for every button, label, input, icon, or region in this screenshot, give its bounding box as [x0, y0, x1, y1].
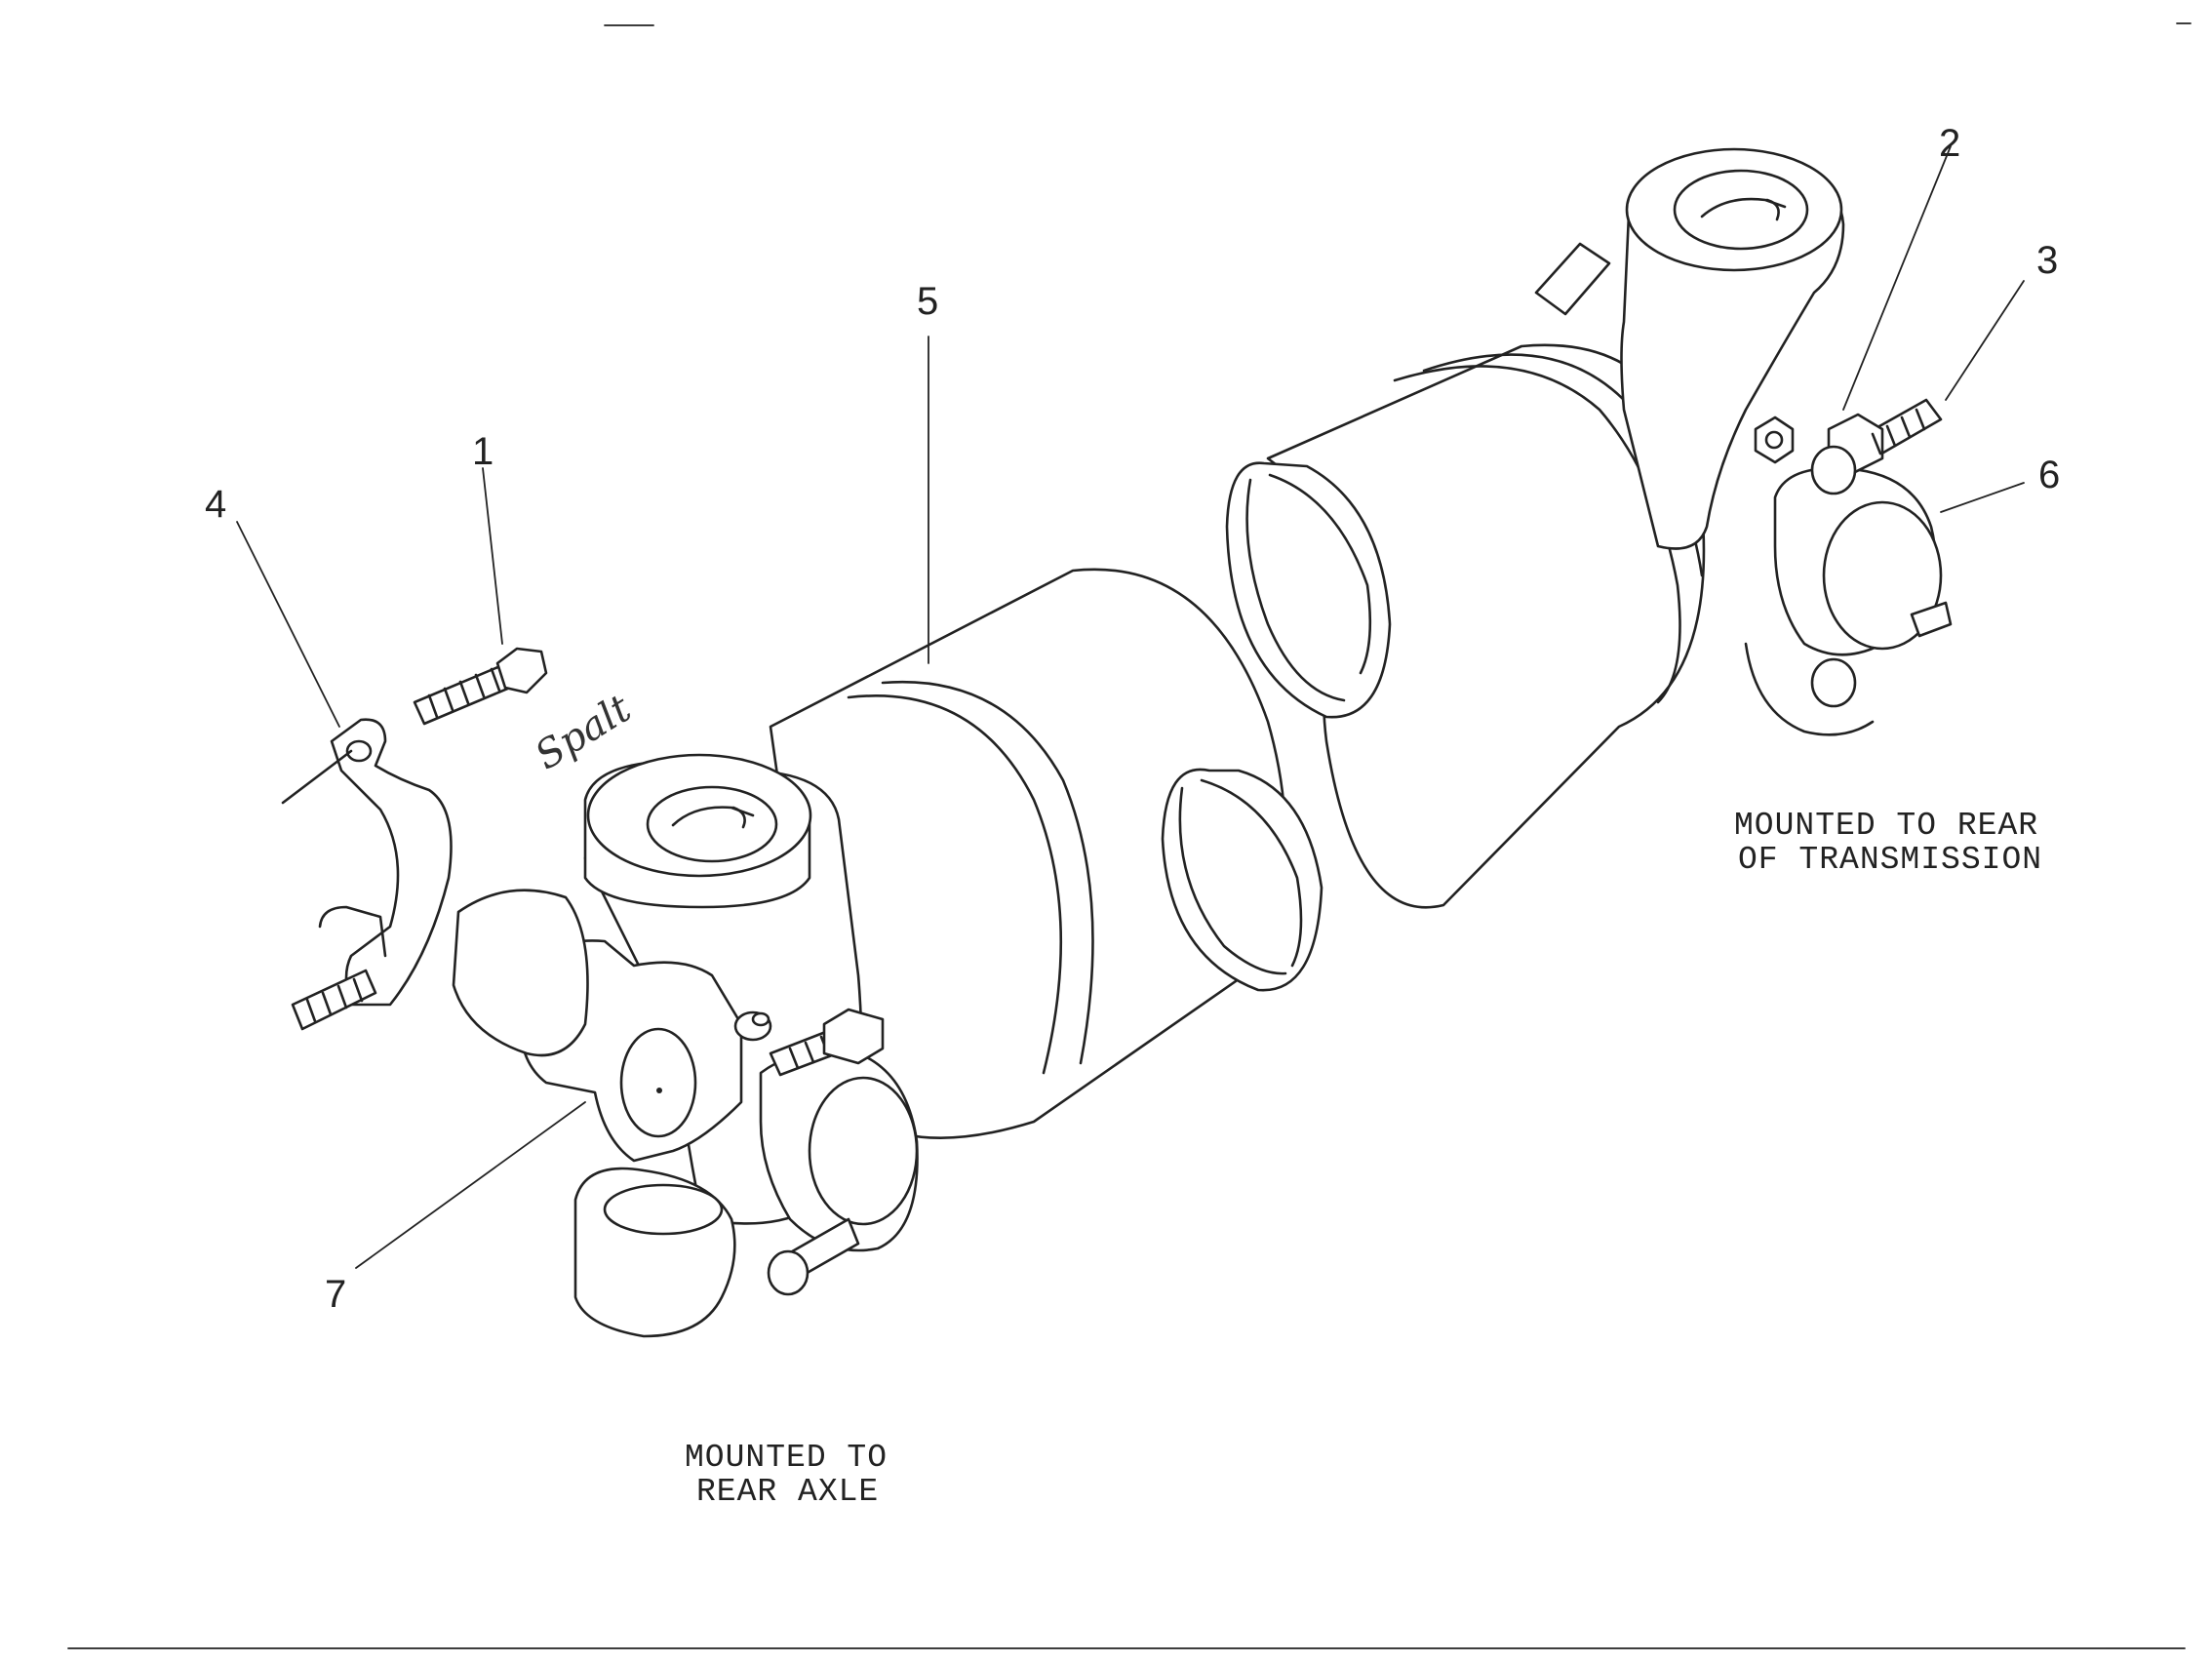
callout-7: 7	[325, 1273, 346, 1316]
callout-4: 4	[205, 483, 226, 526]
handwritten-annotation: Spalt	[528, 686, 640, 779]
caption-axle-line1: MOUNTED TO	[685, 1440, 888, 1476]
callout-6: 6	[2038, 454, 2060, 496]
leader-lines	[236, 145, 2025, 1269]
callout-2: 2	[1939, 122, 1960, 165]
callout-1: 1	[472, 430, 494, 473]
callout-3: 3	[2036, 239, 2058, 282]
caption-axle-line2: REAR AXLE	[696, 1474, 879, 1510]
transmission-end-assembly	[1225, 147, 1953, 909]
caption-transmission-line2: OF TRANSMISSION	[1738, 842, 2042, 878]
strap-4	[281, 718, 453, 1031]
caption-transmission-line1: MOUNTED TO REAR	[1734, 808, 2038, 844]
bolt-1	[413, 647, 548, 726]
callout-5: 5	[917, 280, 938, 323]
axle-end-yoke	[452, 753, 919, 1338]
